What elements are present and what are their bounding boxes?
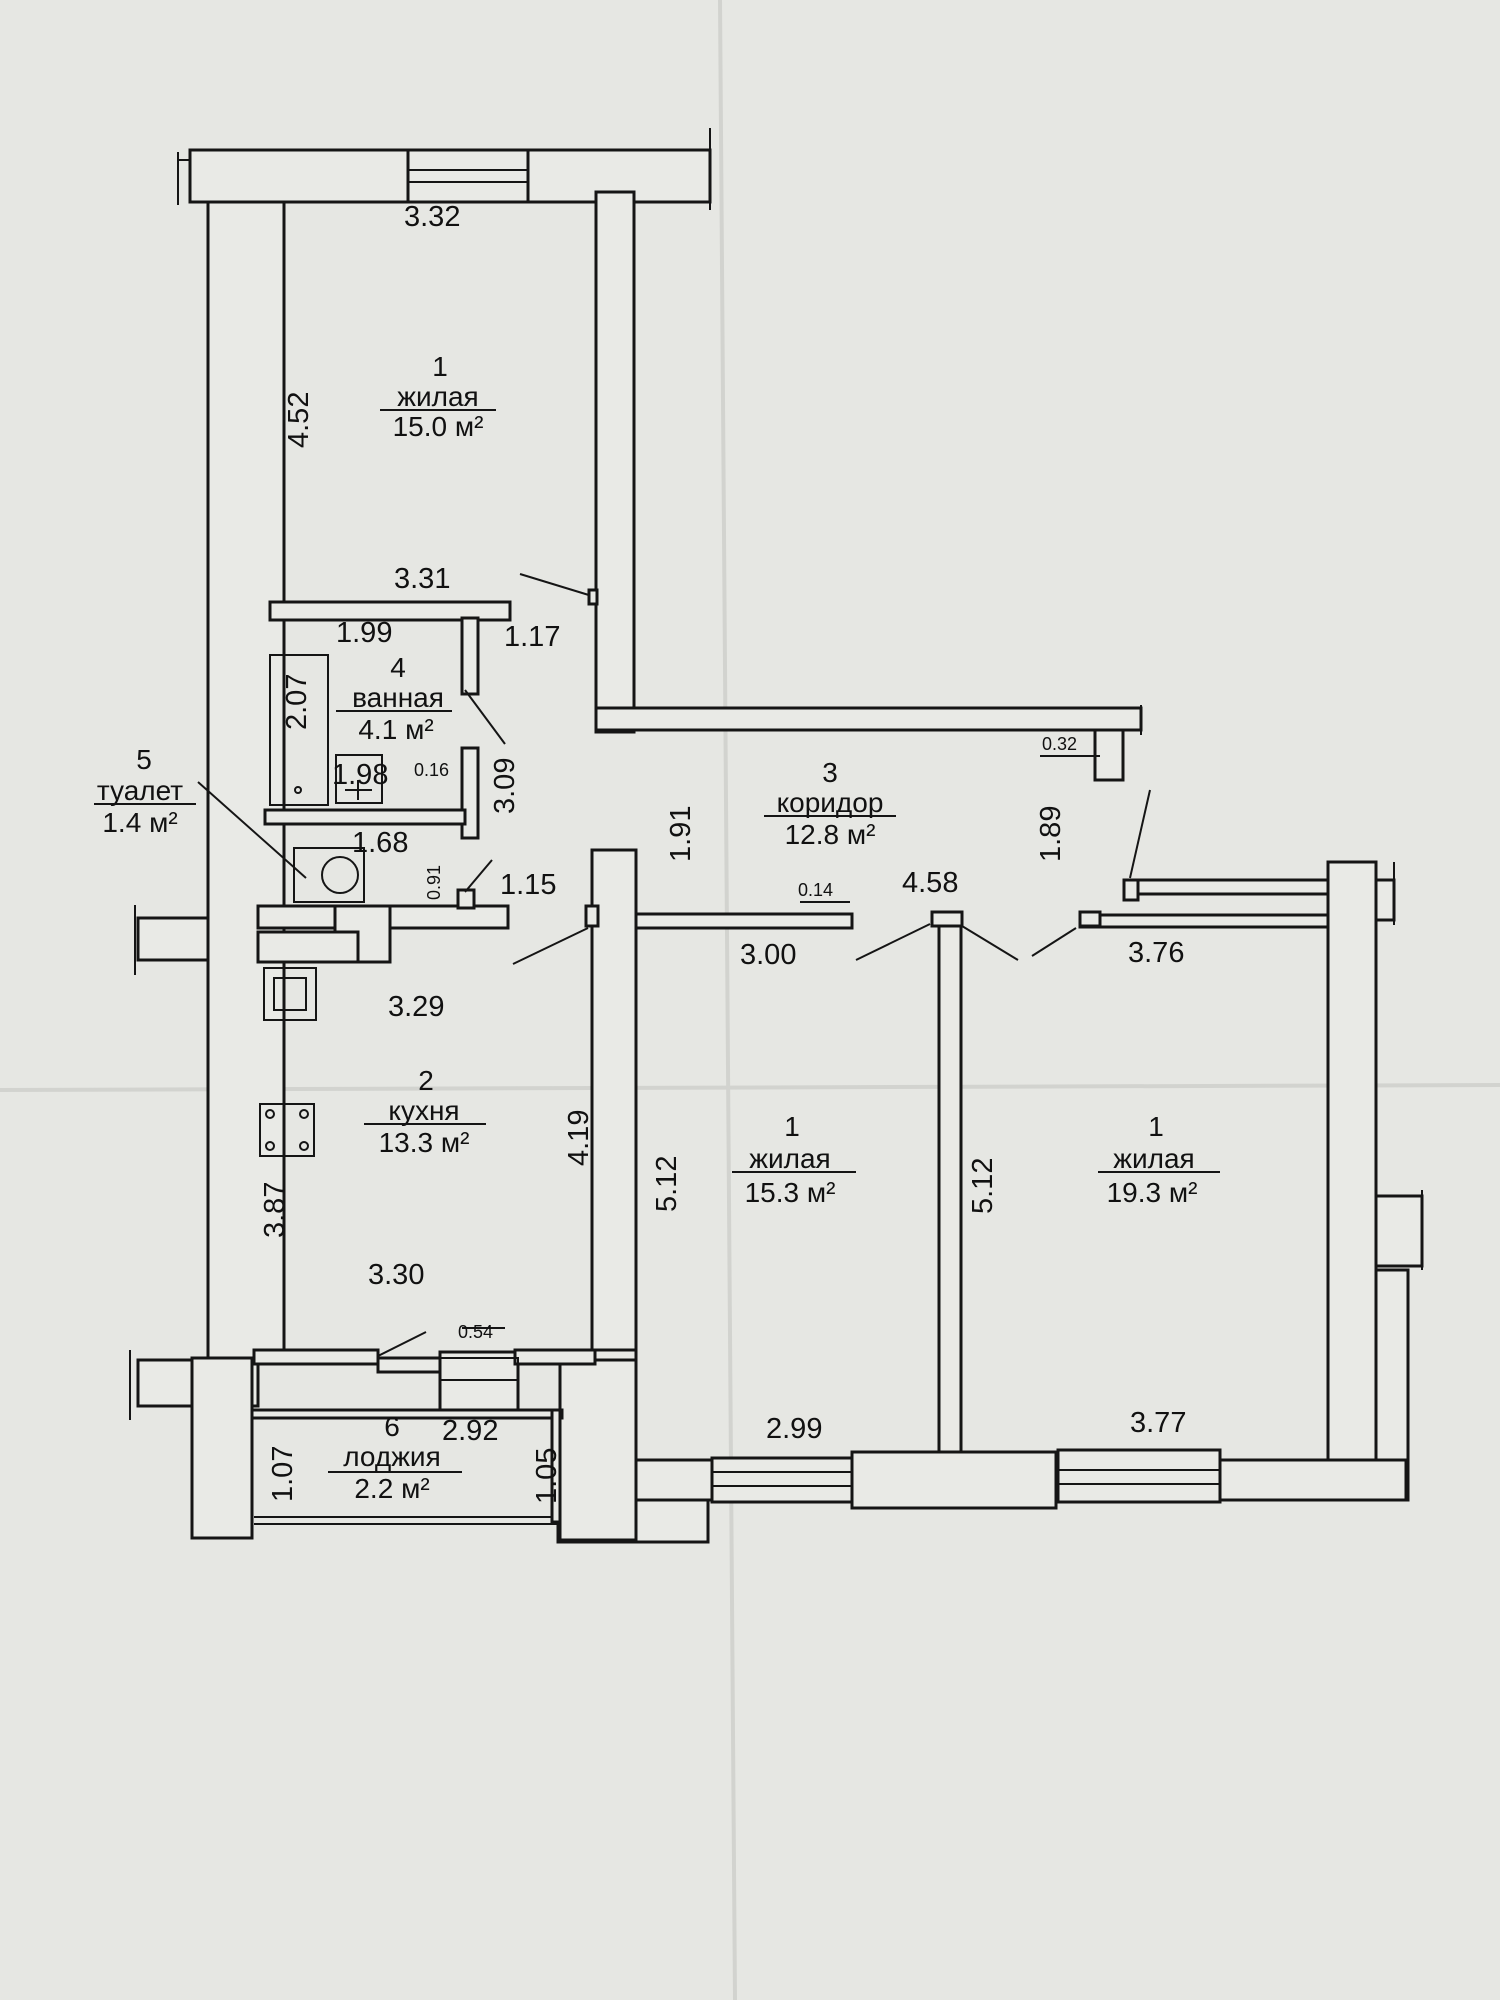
svg-text:2.2 м²: 2.2 м² xyxy=(354,1473,429,1504)
dim-corr-014: 0.14 xyxy=(798,880,833,900)
svg-text:12.8 м²: 12.8 м² xyxy=(785,819,876,850)
svg-text:коридор: коридор xyxy=(777,787,884,818)
dim-bath-016: 0.16 xyxy=(414,760,449,780)
stove-icon xyxy=(259,1103,315,1157)
svg-text:4.1 м²: 4.1 м² xyxy=(358,714,433,745)
svg-text:1.4 м²: 1.4 м² xyxy=(102,807,177,838)
sink-kitchen-icon xyxy=(263,967,317,1021)
dim-corr-189: 1.89 xyxy=(1035,806,1067,862)
svg-text:лоджия: лоджия xyxy=(343,1441,440,1472)
room-kitchen: 2 кухня 13.3 м² xyxy=(364,1065,486,1158)
dim-top-height: 4.52 xyxy=(283,392,315,448)
room-toilet: 5 туалет 1.4 м² xyxy=(94,744,196,838)
svg-text:1: 1 xyxy=(432,351,448,382)
svg-text:жилая: жилая xyxy=(1113,1143,1194,1174)
svg-text:5: 5 xyxy=(136,744,152,775)
svg-text:ванная: ванная xyxy=(352,682,444,713)
room-living-mid: 1 жилая 15.3 м² xyxy=(732,1111,856,1208)
dim-bath-height: 2.07 xyxy=(281,674,313,730)
dim-door-117: 1.17 xyxy=(504,621,560,653)
svg-text:19.3 м²: 19.3 м² xyxy=(1107,1177,1198,1208)
svg-text:жилая: жилая xyxy=(749,1143,830,1174)
dim-loggia-left: 1.07 xyxy=(267,1446,299,1502)
dim-corr-032: 0.32 xyxy=(1042,734,1077,754)
dim-top-width: 3.32 xyxy=(404,201,460,233)
svg-text:13.3 м²: 13.3 м² xyxy=(379,1127,470,1158)
room-bathroom: 4 ванная 4.1 м² xyxy=(336,652,452,745)
svg-text:жилая: жилая xyxy=(397,381,478,412)
dim-right-height: 5.12 xyxy=(967,1158,999,1214)
room-living-top: 1 жилая 15.0 м² xyxy=(380,351,496,442)
paper-fold-vertical xyxy=(718,0,737,2000)
loggia-cabinet-icon xyxy=(439,1357,519,1411)
dim-bath-198: 1.98 xyxy=(332,759,388,791)
dim-top-bottom: 3.31 xyxy=(394,563,450,595)
sink-icon xyxy=(335,754,383,804)
svg-text:3: 3 xyxy=(822,757,838,788)
dim-bath-309: 3.09 xyxy=(489,758,521,814)
dim-corr-191: 1.91 xyxy=(665,806,697,862)
dim-door-115: 1.15 xyxy=(500,869,556,901)
dim-corr-376: 3.76 xyxy=(1128,937,1184,969)
dim-toilet-width: 1.68 xyxy=(352,827,408,859)
dim-kitchen-height: 3.87 xyxy=(259,1182,291,1238)
dim-bath-width: 1.99 xyxy=(336,617,392,649)
dim-loggia-054: 0.54 xyxy=(458,1322,493,1342)
dim-kitchen-top: 3.29 xyxy=(388,991,444,1023)
svg-text:6: 6 xyxy=(384,1411,400,1442)
dim-toilet-091: 0.91 xyxy=(424,865,444,900)
room-corridor: 3 коридор 12.8 м² xyxy=(764,757,896,850)
bathtub-icon xyxy=(269,654,329,806)
room-living-right: 1 жилая 19.3 м² xyxy=(1098,1111,1220,1208)
toilet-bowl-icon xyxy=(293,847,365,903)
svg-text:4: 4 xyxy=(390,652,406,683)
room-loggia: 6 лоджия 2.2 м² xyxy=(328,1411,462,1504)
dimension-labels: 3.32 4.52 3.31 1.99 1.17 2.07 3.09 1.98 … xyxy=(259,201,1186,1504)
svg-text:2: 2 xyxy=(418,1065,434,1096)
dim-corr-458: 4.58 xyxy=(902,867,958,899)
dim-right-bottom: 3.77 xyxy=(1130,1407,1186,1439)
svg-text:1: 1 xyxy=(784,1111,800,1142)
dim-kitchen-bottom: 3.30 xyxy=(368,1259,424,1291)
walls xyxy=(129,128,1424,1544)
drain-icon xyxy=(294,786,302,794)
door-swings xyxy=(197,573,1151,1357)
svg-text:1: 1 xyxy=(1148,1111,1164,1142)
dim-corr-300: 3.00 xyxy=(740,939,796,971)
svg-text:15.0 м²: 15.0 м² xyxy=(393,411,484,442)
svg-text:кухня: кухня xyxy=(388,1095,459,1126)
dim-mid-height: 5.12 xyxy=(651,1156,683,1212)
fixtures xyxy=(259,654,519,1411)
svg-text:15.3 м²: 15.3 м² xyxy=(745,1177,836,1208)
svg-text:туалет: туалет xyxy=(97,775,183,806)
dim-loggia-right: 1.05 xyxy=(531,1448,563,1504)
dim-kitchen-419: 4.19 xyxy=(563,1110,595,1166)
dim-mid-bottom: 2.99 xyxy=(766,1413,822,1445)
dim-loggia-width: 2.92 xyxy=(442,1415,498,1447)
